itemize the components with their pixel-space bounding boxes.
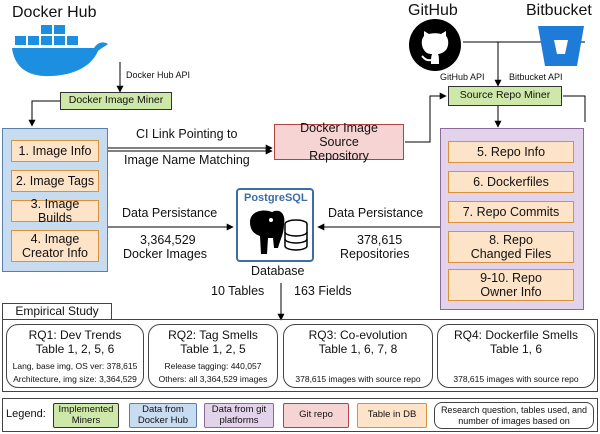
rq4-title: RQ4: Dockerfile Smells [453,328,579,342]
rq1-note-2: Architecture, img size: 3,364,529 [13,374,137,384]
docker-whale-icon [12,25,108,77]
legend-data-from-docker-hub: Data from Docker Hub [129,403,197,428]
legend-label: Legend: [6,408,46,420]
bitbucket-api-label: Bitbucket API [509,72,563,82]
docker-images-count: 3,364,529 [140,233,196,247]
rq1-title: RQ1: Dev Trends [28,328,122,342]
rq4-card [437,324,595,388]
ci-link-label: CI Link Pointing to [136,127,238,141]
rq3-tables: Table 1, 6, 7, 8 [318,342,398,356]
empirical-study-panel [2,319,598,392]
github-title: GitHub [408,2,458,19]
docker-images-label: Docker Images [123,247,208,261]
fields-count-label: 163 Fields [294,284,352,298]
name-matching-label: Image Name Matching [124,153,250,167]
legend-data-from-git-platforms: Data from git platforms [204,403,274,428]
database-label: Database [251,264,305,278]
rq1-card [6,324,144,388]
rq4-note-1: 378,615 images with source repo [453,374,579,384]
legend-panel [2,398,598,432]
docker-hub-title: Docker Hub [12,4,97,21]
elephant-database-icon [250,210,308,254]
tables-count-label: 10 Tables [211,284,265,298]
rq2-card [148,324,278,388]
table-repo-changed-files: 8. Repo Changed Files [448,231,574,263]
table-image-builds: 3. Image Builds [11,197,99,225]
table-image-tags: 2. Image Tags [11,170,99,192]
rq2-title: RQ2: Tag Smells [168,328,258,342]
rq2-note-2: Others: all 3,364,529 images [158,374,268,384]
table-image-info: 1. Image Info [11,140,99,162]
docker-image-source-repository: Docker Image Source Repository [274,121,404,163]
table-dockerfiles: 6. Dockerfiles [448,171,574,193]
bitbucket-bucket-icon [538,26,584,66]
docker-image-miner: Docker Image Miner [60,92,172,110]
rq1-note-1: Lang, base img, OS ver: 378,615 [12,361,138,371]
persist-right-label: Data Persistance [328,206,424,220]
repos-count: 378,615 [357,233,403,247]
rq3-card [283,324,433,388]
legend-table-in-db: Table in DB [357,403,427,428]
rq1-tables: Table 1, 2, 5, 6 [35,342,115,356]
repos-label: Repositories [340,247,410,261]
docker-hub-api-label: Docker Hub API [126,70,191,80]
table-repo-owner-info: 9-10. Repo Owner Info [448,269,574,301]
postgresql-logo-text: PostgreSQL [244,192,308,204]
legend-research-question: Research question, tables used, and numb… [434,402,594,429]
table-repo-info: 5. Repo Info [448,141,574,163]
legend-implemented-miners: Implemented Miners [53,403,119,428]
source-repo-miner: Source Repo Miner [448,86,562,106]
rq3-note-1: 378,615 images with source repo [295,374,421,384]
rq2-note-1: Release tagging: 440,057 [164,361,262,371]
rq4-tables: Table 1, 6 [489,342,543,356]
legend-git-repo: Git repo [283,403,349,428]
rq2-tables: Table 1, 2, 5 [180,342,246,356]
bitbucket-title: Bitbucket [526,2,592,19]
table-image-creator-info: 4. Image Creator Info [11,230,99,262]
rq3-title: RQ3: Co-evolution [308,328,408,342]
persist-left-label: Data Persistance [122,206,218,220]
empirical-study-title: Empirical Study [2,303,112,320]
table-repo-commits: 7. Repo Commits [448,201,574,223]
github-api-label: GitHub API [440,72,485,82]
github-octocat-icon [409,19,461,71]
